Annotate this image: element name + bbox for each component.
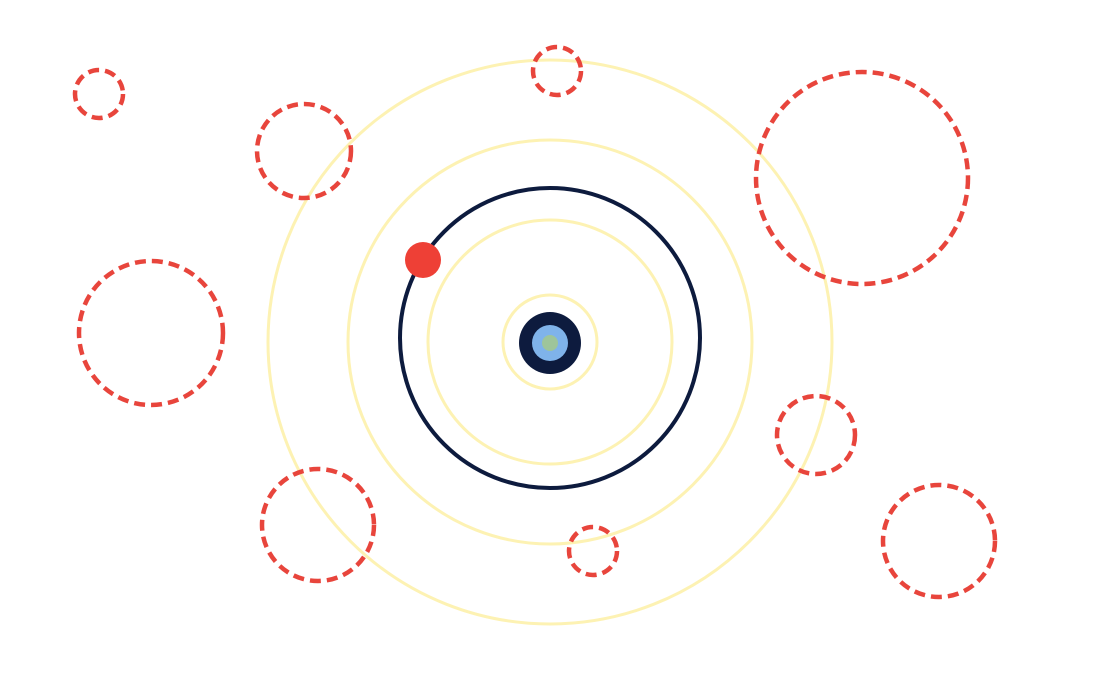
dashed-circle-bottom-center [566,524,620,578]
guide-ring-second [426,218,674,466]
dashed-circles [72,44,998,600]
dashed-circle-top-left-small [72,67,126,121]
dashed-circle-right-middle [774,393,858,477]
guide-ring-third [346,138,754,546]
guide-rings [266,58,834,626]
dashed-circle-bottom-left [259,466,377,584]
orbiting-planet [405,242,441,278]
dashed-circle-upper-left [254,101,354,201]
dashed-circle-top-right-large [753,69,971,287]
central-body [519,312,581,374]
dashed-circle-left-middle [76,258,226,408]
core-inner-dot [542,335,558,351]
guide-ring-inner [501,293,599,391]
guide-ring-outer [266,58,834,626]
dashed-circle-bottom-right [880,482,998,600]
orbit-path [398,186,702,490]
dashed-circle-top-center [530,44,584,98]
